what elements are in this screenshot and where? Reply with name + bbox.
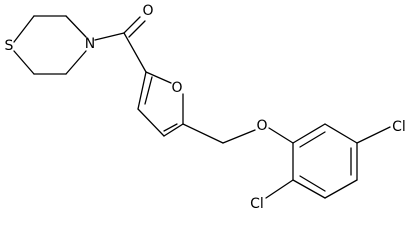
bond	[13, 50, 35, 75]
sulfur-atom-label: S	[5, 38, 14, 54]
bond	[292, 179, 326, 199]
bond	[222, 129, 256, 144]
furan-double-bond	[144, 76, 153, 105]
furan-oxygen-label: O	[171, 80, 182, 96]
carbonyl-oxygen-label: O	[142, 3, 153, 19]
furan-ring	[137, 71, 184, 137]
bond	[137, 108, 165, 137]
bond	[324, 123, 358, 144]
aromatic-double-bond	[299, 175, 326, 192]
methylene-ether-linker	[182, 123, 294, 144]
bond	[324, 179, 358, 199]
bond	[123, 32, 147, 73]
carbonyl-double-bond	[123, 16, 141, 34]
bond	[182, 123, 224, 144]
bond	[137, 71, 147, 110]
molecule-drawing: S N O O O Cl Cl	[5, 3, 406, 212]
bond	[268, 127, 294, 144]
nitrogen-atom-label: N	[85, 36, 95, 52]
thiomorpholine-ring	[13, 15, 87, 75]
bond	[356, 126, 391, 144]
ether-oxygen-label: O	[256, 118, 267, 134]
dichlorophenyl-ring	[292, 123, 358, 199]
carbonyl-double-bond	[128, 20, 146, 38]
chlorine-lower-label: Cl	[250, 196, 264, 212]
bond	[265, 179, 294, 199]
bond	[145, 71, 172, 84]
bond	[13, 15, 35, 43]
bond	[65, 15, 87, 38]
furan-double-bond	[163, 123, 178, 132]
bond	[163, 123, 184, 137]
bond	[65, 50, 87, 75]
structure-diagram: S N O O O Cl Cl	[5, 3, 406, 212]
bond	[94, 32, 125, 41]
aromatic-double-bond	[299, 131, 326, 148]
bond	[292, 123, 326, 144]
chlorine-upper-label: Cl	[392, 119, 406, 135]
amide-group	[94, 16, 147, 73]
